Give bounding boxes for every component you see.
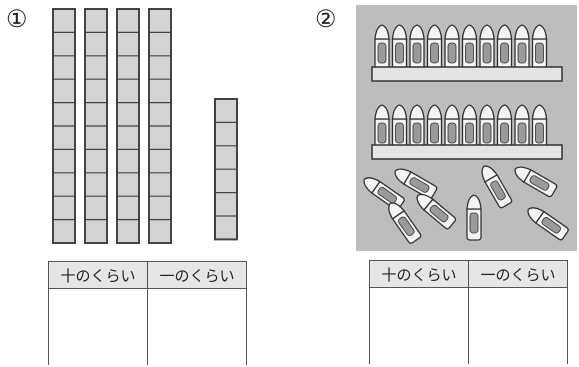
crayon: [445, 105, 459, 150]
place-value-table-1: 十のくらい 一のくらい: [48, 261, 247, 365]
crayon: [428, 105, 442, 150]
ten-rod: [53, 9, 75, 243]
crayon-box-of-ten: [372, 25, 562, 81]
unit-cubes: [215, 99, 237, 239]
crayon: [498, 105, 512, 150]
tens-place-header: 十のくらい: [49, 262, 148, 289]
ones-answer-cell[interactable]: [148, 289, 247, 366]
crayons-picture: [356, 5, 577, 251]
tens-answer-cell[interactable]: [49, 289, 148, 366]
tens-place-header: 十のくらい: [370, 261, 469, 288]
problem-number-2: ②: [315, 7, 337, 31]
crayon: [480, 25, 494, 70]
crayon: [428, 25, 442, 70]
ten-rod: [149, 9, 171, 243]
crayon-box-of-ten: [372, 105, 562, 159]
crayon: [463, 105, 477, 150]
ten-rod: [117, 9, 139, 243]
crayon: [515, 105, 529, 150]
ones-place-header: 一のくらい: [148, 262, 247, 289]
place-value-table-2: 十のくらい 一のくらい: [369, 260, 568, 364]
ones-place-header: 一のくらい: [469, 261, 568, 288]
crayon: [375, 25, 389, 70]
crayon: [533, 105, 547, 150]
crayon: [515, 25, 529, 70]
crayon: [498, 25, 512, 70]
tens-answer-cell[interactable]: [370, 288, 469, 365]
crayon: [463, 25, 477, 70]
crayon: [467, 195, 481, 240]
crayon: [410, 105, 424, 150]
crayon: [375, 105, 389, 150]
crayon: [393, 105, 407, 150]
ones-answer-cell[interactable]: [469, 288, 568, 365]
crayon: [445, 25, 459, 70]
crayon: [533, 25, 547, 70]
ten-rod: [85, 9, 107, 243]
crayon: [410, 25, 424, 70]
crayon: [393, 25, 407, 70]
crayon: [480, 105, 494, 150]
